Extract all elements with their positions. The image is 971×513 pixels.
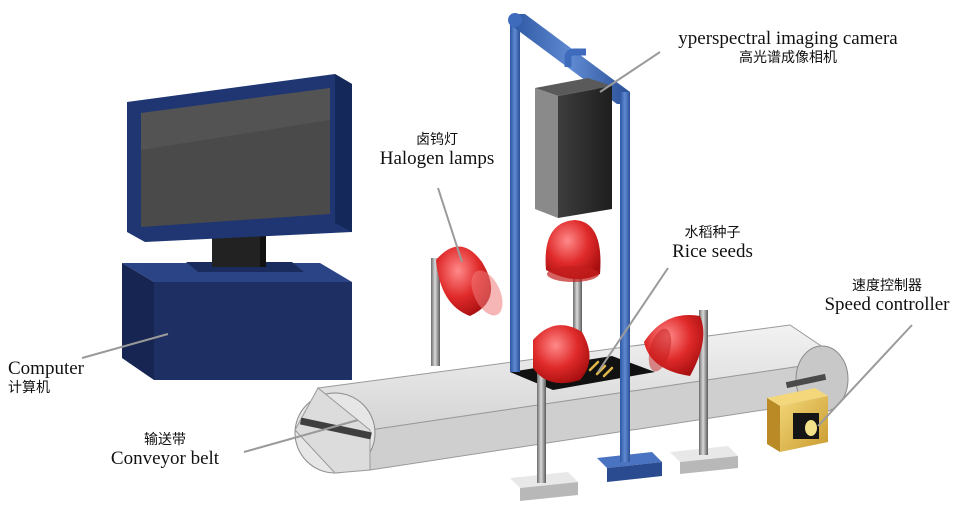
label-rice-cn: 水稻种子 bbox=[684, 225, 741, 241]
halogen-lamp-right bbox=[644, 315, 704, 376]
leader-lines bbox=[81, 51, 913, 453]
label-halogen: 卤钨灯 Halogen lamps bbox=[362, 132, 512, 170]
hyperspectral-camera bbox=[535, 78, 612, 218]
lamp-stand-front bbox=[510, 355, 578, 501]
label-camera-cn: 高光谱成像相机 bbox=[739, 49, 837, 66]
computer bbox=[122, 74, 352, 380]
speed-controller bbox=[767, 388, 828, 452]
label-computer-en: Computer bbox=[8, 358, 84, 379]
label-rice-en: Rice seeds bbox=[672, 241, 753, 263]
label-computer: Computer 计算机 bbox=[8, 358, 108, 396]
label-speed-en: Speed controller bbox=[824, 294, 950, 316]
leader-speed bbox=[817, 324, 913, 427]
lamp-stand-right bbox=[670, 310, 738, 474]
controller-knob-icon bbox=[805, 420, 817, 436]
rice-seed-marks bbox=[588, 360, 614, 378]
halogen-lamp-front bbox=[533, 325, 590, 384]
label-conveyor-en: Conveyor belt bbox=[110, 448, 220, 470]
label-speed-cn: 速度控制器 bbox=[852, 278, 922, 294]
leader-conveyor bbox=[243, 419, 359, 453]
label-halogen-cn: 卤钨灯 bbox=[416, 132, 458, 148]
pc-case bbox=[122, 263, 352, 380]
camera-frame bbox=[508, 13, 662, 482]
label-conveyor: 输送带 Conveyor belt bbox=[90, 432, 240, 470]
monitor bbox=[127, 74, 352, 242]
halogen-lamp-center-top bbox=[545, 220, 601, 282]
leader-halogen bbox=[437, 187, 463, 263]
lamp-stand-center-back bbox=[573, 265, 582, 345]
label-camera-en: yperspectral imaging camera bbox=[678, 28, 898, 49]
leader-computer bbox=[81, 333, 169, 359]
leader-rice bbox=[597, 267, 669, 373]
label-conveyor-cn: 输送带 bbox=[144, 432, 186, 448]
label-rice: 水稻种子 Rice seeds bbox=[655, 225, 770, 263]
halogen-lamp-left bbox=[436, 246, 503, 316]
leader-camera bbox=[599, 51, 661, 93]
label-computer-cn: 计算机 bbox=[8, 379, 50, 396]
label-camera: yperspectral imaging camera 高光谱成像相机 bbox=[658, 28, 918, 66]
label-speed: 速度控制器 Speed controller bbox=[812, 278, 962, 316]
label-halogen-en: Halogen lamps bbox=[379, 148, 495, 170]
lamp-stand-left-back bbox=[431, 258, 440, 366]
